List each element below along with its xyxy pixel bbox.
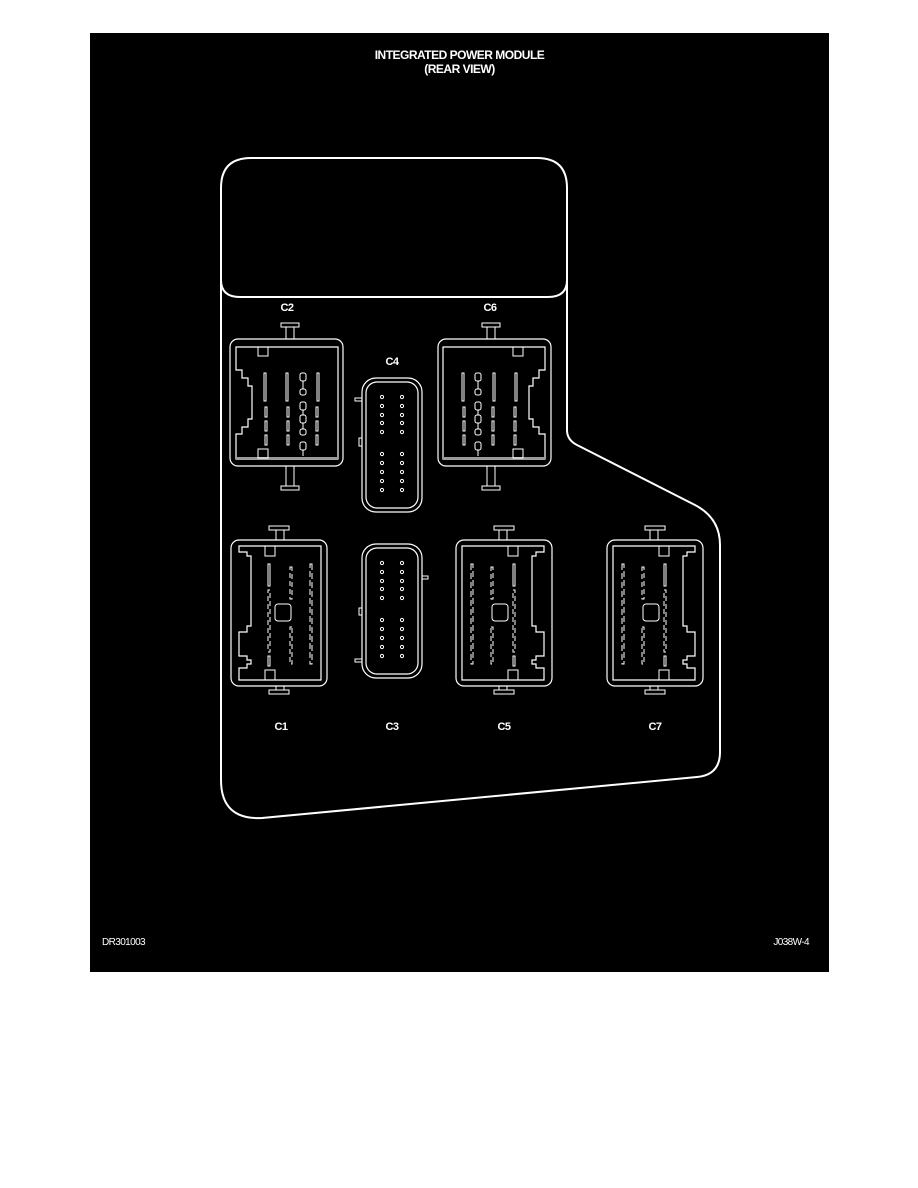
connector-label-c5: C5 — [497, 721, 510, 733]
connector-c4[interactable]: C4 — [354, 356, 423, 513]
connector-c6[interactable]: C6 — [437, 302, 552, 491]
connector-label-c7: C7 — [648, 721, 661, 733]
connector-label-c4: C4 — [385, 356, 399, 368]
figure-code: DR301003 — [102, 937, 146, 948]
diagram-subtitle: (REAR VIEW) — [424, 62, 495, 76]
connector-c3[interactable]: C3 — [354, 543, 429, 733]
connector-label-c1: C1 — [274, 721, 287, 733]
connector-label-c6: C6 — [483, 302, 496, 314]
connector-c2[interactable]: C2 — [229, 302, 344, 491]
module-outline — [220, 157, 721, 820]
connector-c1[interactable]: C1 — [230, 525, 328, 733]
diagram-panel: INTEGRATED POWER MODULE (REAR VIEW) DR30… — [90, 33, 829, 972]
upper-compartment — [220, 279, 568, 298]
reference-code: J038W-4 — [773, 937, 809, 948]
connector-label-c3: C3 — [385, 721, 398, 733]
diagram-title: INTEGRATED POWER MODULE — [374, 48, 545, 62]
connector-c5[interactable]: C5 — [455, 525, 553, 733]
connector-c7[interactable]: C7 — [606, 525, 704, 733]
connector-label-c2: C2 — [280, 302, 293, 314]
